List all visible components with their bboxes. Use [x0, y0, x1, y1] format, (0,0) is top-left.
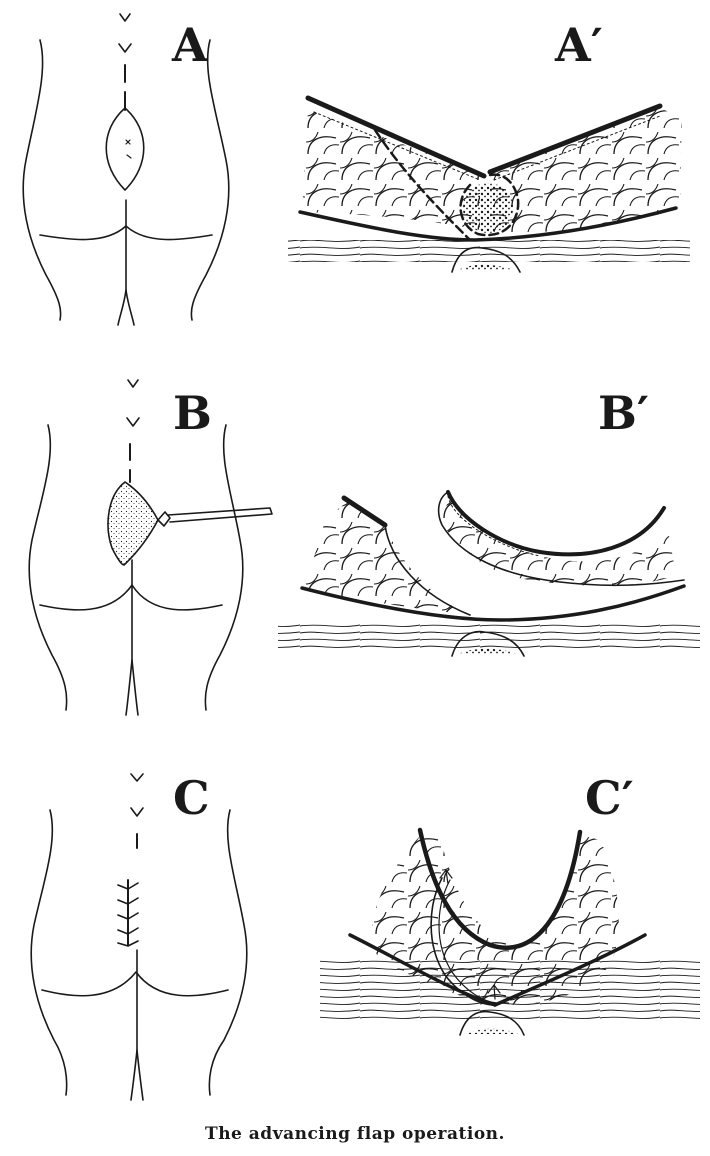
panel-label-b: B [173, 386, 212, 440]
panel-label-c-prime: C′ [585, 771, 634, 825]
panel-label-b-prime: B′ [598, 386, 650, 440]
back-view-b [28, 379, 273, 716]
back-view-a [22, 13, 230, 326]
cross-section-b-prime [278, 490, 700, 657]
panel-label-c: C [173, 771, 210, 825]
back-view-c [30, 773, 248, 1101]
panel-label-a: A [172, 18, 208, 72]
figure-caption: The advancing flap operation. [205, 1124, 505, 1144]
cross-section-c-prime [320, 827, 700, 1036]
cross-section-a-prime [288, 95, 690, 273]
panel-label-a-prime: A′ [555, 18, 603, 72]
